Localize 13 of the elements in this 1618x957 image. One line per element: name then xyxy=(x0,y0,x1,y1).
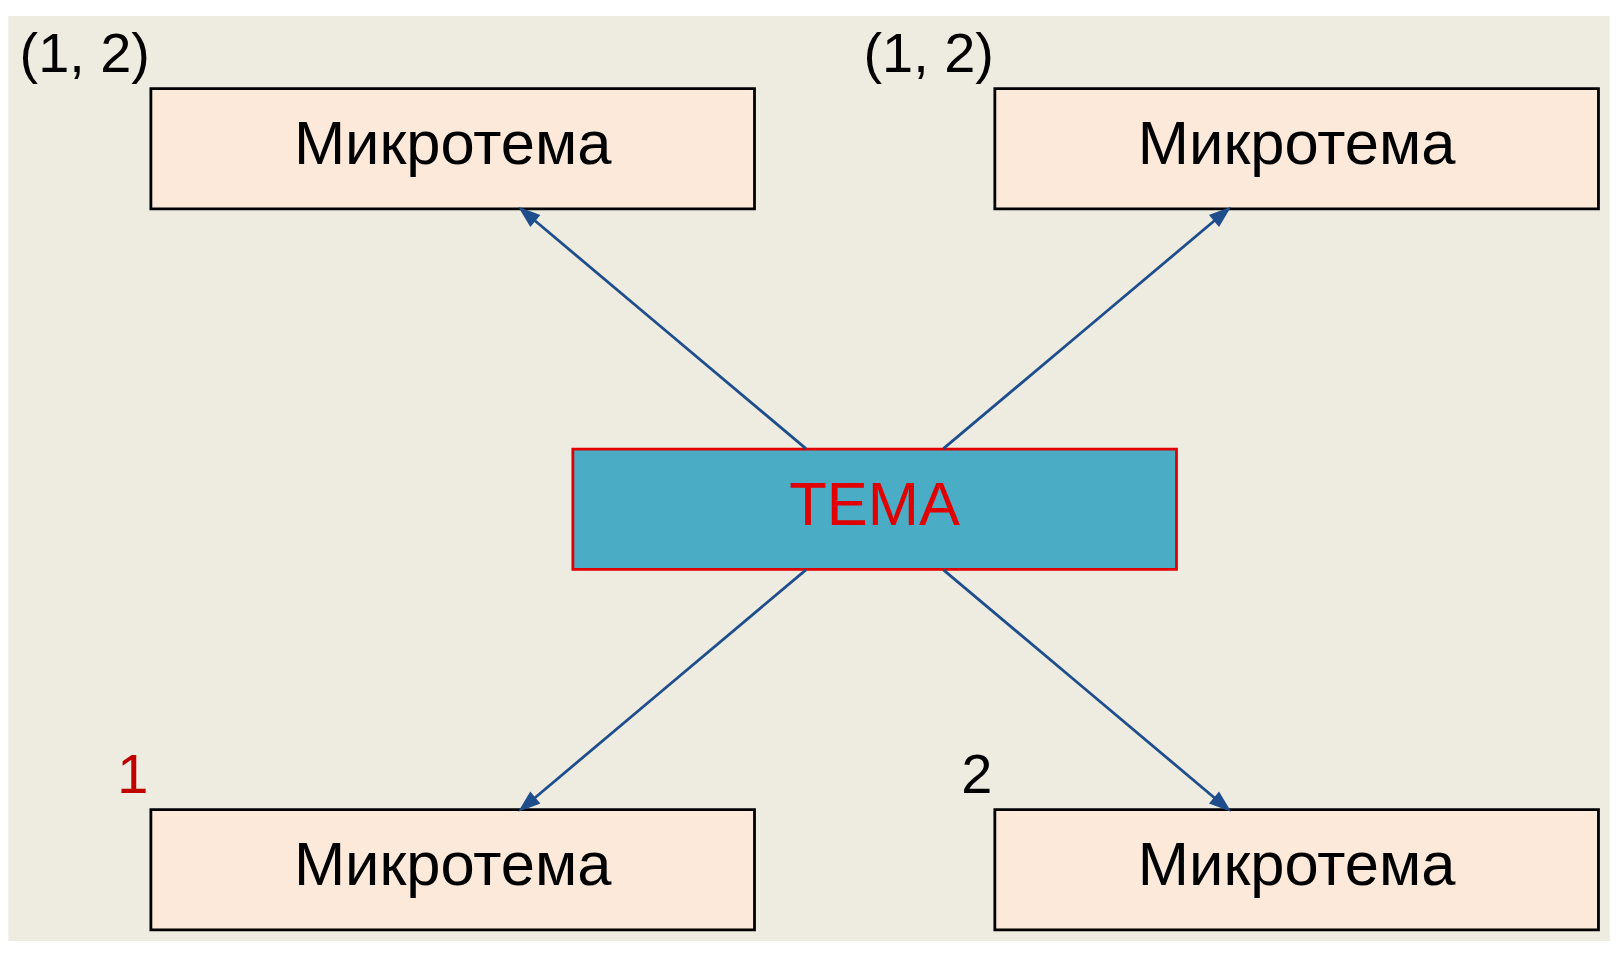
arrow xyxy=(518,206,807,450)
arrow xyxy=(942,206,1232,450)
node-box: Микротема xyxy=(149,808,756,932)
node-box: ТЕМА xyxy=(571,447,1178,571)
node-label: 2 xyxy=(961,741,993,805)
arrow xyxy=(942,568,1232,812)
arrow xyxy=(518,568,807,812)
node-box: Микротема xyxy=(993,87,1600,211)
node-box: Микротема xyxy=(149,87,756,211)
node-label: (1, 2) xyxy=(19,20,150,84)
node-box: Микротема xyxy=(993,808,1600,932)
node-label: (1, 2) xyxy=(863,20,994,84)
node-label: 1 xyxy=(117,741,149,805)
